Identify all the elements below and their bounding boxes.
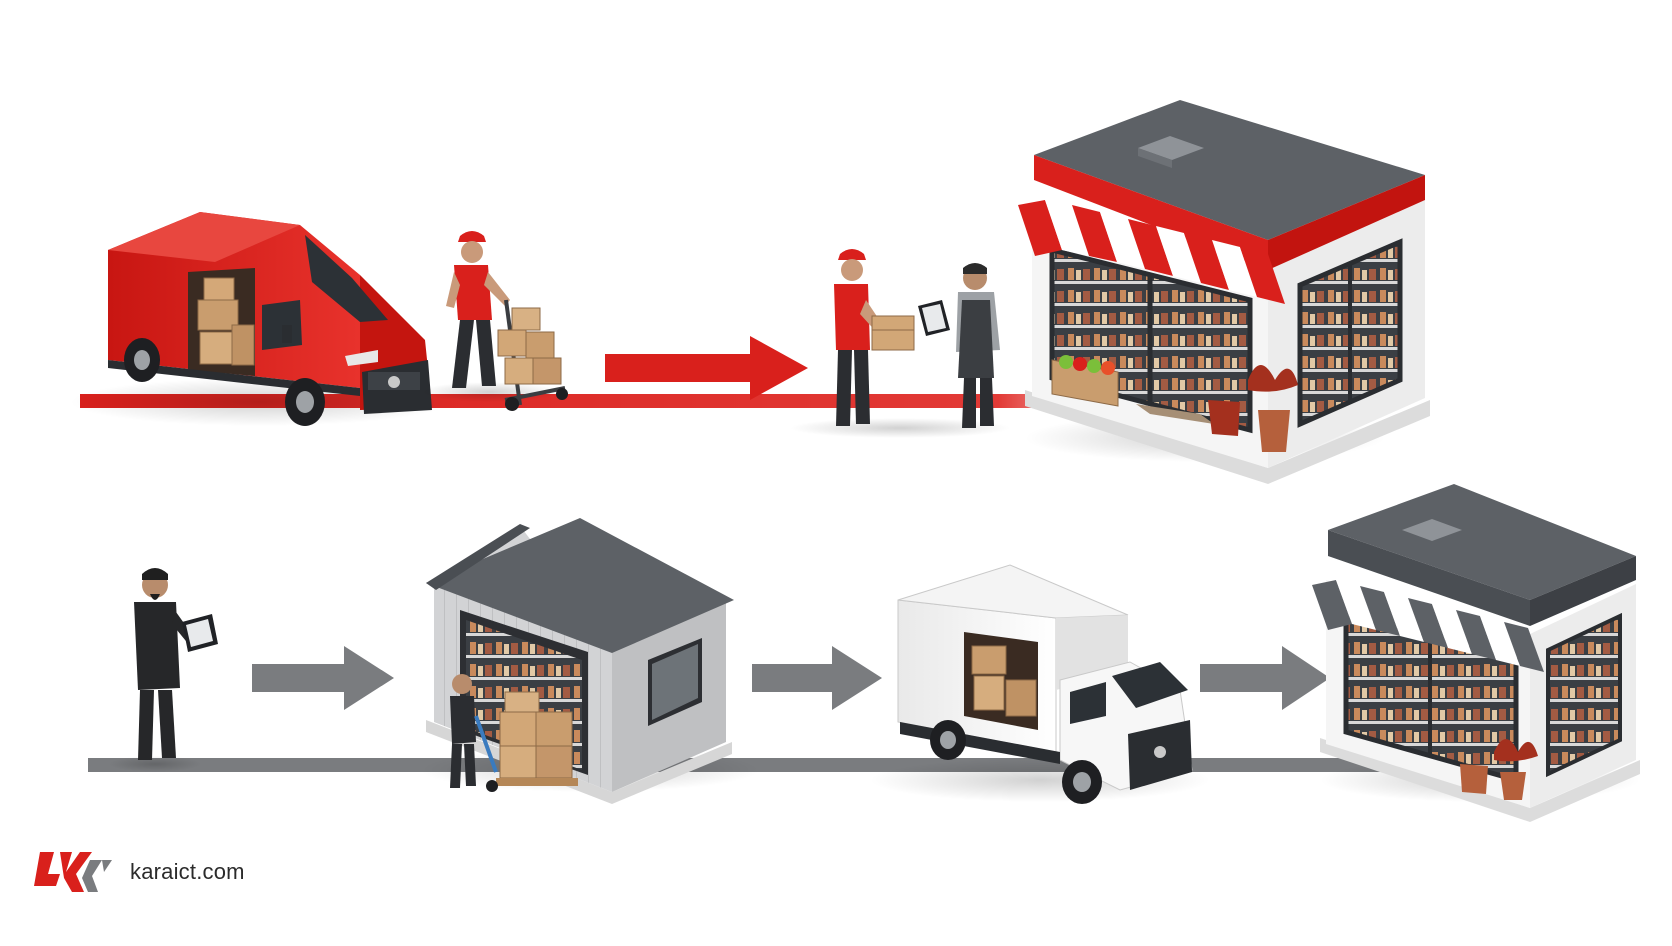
retail-store-gray bbox=[1312, 484, 1640, 822]
courier-with-hand-truck bbox=[420, 231, 568, 411]
red-white-awning bbox=[1018, 200, 1285, 304]
delivery-truck bbox=[870, 564, 1210, 804]
red-delivery-van bbox=[70, 212, 450, 426]
gray-flow-arrow-2 bbox=[752, 646, 882, 710]
gray-white-awning bbox=[1312, 580, 1544, 672]
site-url[interactable]: karaict.com bbox=[130, 859, 245, 884]
retail-store-red bbox=[1018, 100, 1430, 484]
warehouse bbox=[420, 518, 760, 804]
dispatcher-with-tablet bbox=[109, 568, 218, 772]
handover-to-store-clerk bbox=[790, 249, 1010, 438]
brand-footer: karaict.com bbox=[32, 850, 245, 894]
red-flow-arrow bbox=[605, 336, 808, 400]
gray-flow-arrow-1 bbox=[252, 646, 394, 710]
top-flow bbox=[70, 100, 1430, 484]
bottom-flow bbox=[88, 484, 1640, 822]
kk-logo-icon bbox=[34, 852, 112, 892]
gray-flow-arrow-3 bbox=[1200, 646, 1330, 710]
